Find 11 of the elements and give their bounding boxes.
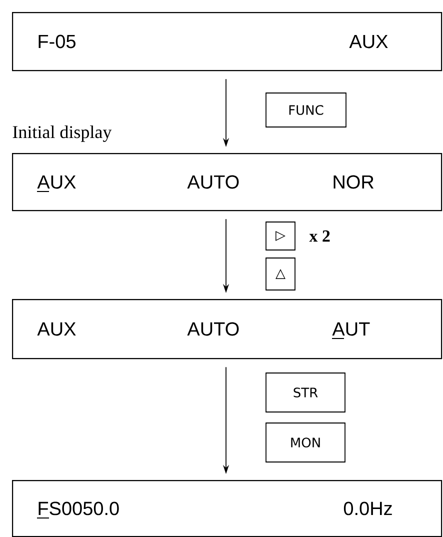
display-box: Initial display AUX AUTO NOR: [12, 126, 442, 212]
key-box: MON: [266, 422, 346, 462]
key-box: △: [266, 258, 296, 290]
key-box: FUNC: [266, 92, 346, 128]
repeat-count: x 2: [309, 230, 330, 242]
key-box: STR: [266, 372, 346, 412]
node-label: Initial display: [12, 126, 112, 142]
display-box: AUX AUTO AUT: [12, 299, 442, 360]
display-box: F-05 AUX: [12, 12, 442, 72]
display-box: FS0050.0 0.0Hz: [12, 480, 442, 537]
key-box: ▷: [266, 222, 296, 250]
